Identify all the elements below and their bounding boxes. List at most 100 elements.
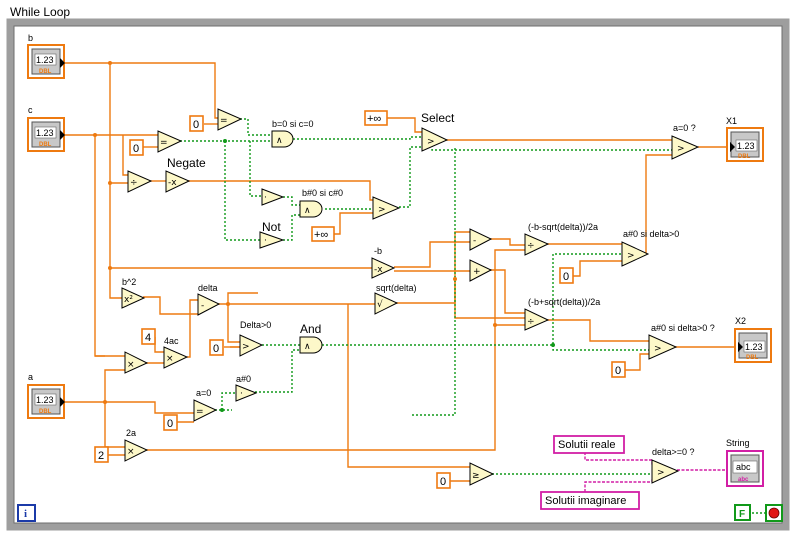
constant-zero-a[interactable]: 0 xyxy=(163,414,178,431)
string-constant-imaginary[interactable]: Solutii imaginare xyxy=(540,491,640,510)
svg-text:·: · xyxy=(264,236,267,246)
loop-title: While Loop xyxy=(10,5,70,19)
label-root1: (-b-sqrt(delta))/2a xyxy=(528,222,598,232)
stop-condition-constant[interactable]: F xyxy=(734,504,751,521)
sqrt-node[interactable]: √ xyxy=(374,292,399,315)
iteration-terminal[interactable]: i xyxy=(17,504,36,522)
plus-node[interactable]: + xyxy=(469,259,493,282)
constant-zero-delta[interactable]: 0 xyxy=(209,339,224,356)
not-node[interactable]: · xyxy=(259,231,285,249)
control-b-type: DBL xyxy=(39,69,52,75)
minus-node[interactable]: - xyxy=(469,228,493,251)
svg-text:>: > xyxy=(242,342,250,352)
svg-text:0: 0 xyxy=(563,271,569,283)
svg-text:4: 4 xyxy=(145,332,151,344)
constant-plus-infinity-1[interactable]: +∞ xyxy=(364,110,388,126)
indicator-x2[interactable]: X2 1.23 DBL xyxy=(734,316,772,363)
svg-text:Solutii imaginare: Solutii imaginare xyxy=(545,495,626,507)
control-b[interactable]: b 1.23 DBL xyxy=(27,33,65,79)
control-a-label: a xyxy=(28,372,33,382)
and-b0-c0-node[interactable]: ∧ xyxy=(271,130,294,148)
constant-plus-infinity-2[interactable]: +∞ xyxy=(311,226,335,242)
select-node-2[interactable]: > xyxy=(372,196,401,220)
indicator-string-label: String xyxy=(726,438,750,448)
string-constant-real[interactable]: Solutii reale xyxy=(553,435,625,454)
greater-node[interactable]: > xyxy=(239,334,264,357)
label-select: Select xyxy=(421,111,455,125)
svg-text:0: 0 xyxy=(133,143,139,155)
constant-zero-c[interactable]: 0 xyxy=(129,139,144,156)
indicator-x1[interactable]: X1 1.23 DBL xyxy=(726,116,764,162)
negate-node[interactable]: -x xyxy=(165,170,191,193)
svg-text:×: × xyxy=(127,360,135,370)
svg-text:0: 0 xyxy=(615,365,621,377)
input-terminal-icon xyxy=(738,342,743,352)
label-a-ne0-delta-gt0-q: a#0 si delta>0 ? xyxy=(651,323,715,333)
equal-a0-node[interactable]: = xyxy=(193,399,218,422)
indicator-string[interactable]: String abc abc xyxy=(726,438,764,487)
control-a[interactable]: a 1.23 DBL xyxy=(27,372,65,419)
indicator-x1-type: DBL xyxy=(738,154,751,160)
svg-text:>: > xyxy=(657,468,665,478)
multiply-4ac-node[interactable]: × xyxy=(163,346,189,369)
control-c[interactable]: c 1.23 DBL xyxy=(27,105,65,152)
greater-equal-node[interactable]: ≥ xyxy=(469,462,495,486)
svg-text:>: > xyxy=(654,344,662,354)
select-node[interactable]: > xyxy=(421,127,449,152)
svg-text:Solutii reale: Solutii reale xyxy=(558,439,615,451)
control-b-label: b xyxy=(28,33,33,43)
svg-text:-x: -x xyxy=(374,265,383,275)
constant-zero-select-mid[interactable]: 0 xyxy=(559,267,574,284)
select-root1-node[interactable]: > xyxy=(621,241,650,267)
constant-zero-select-low[interactable]: 0 xyxy=(611,361,626,378)
label-b-eq0-c-eq0: b=0 si c=0 xyxy=(272,119,314,129)
label-and: And xyxy=(300,322,321,336)
label-4ac: 4ac xyxy=(164,336,179,346)
svg-text:-: - xyxy=(473,236,476,246)
label-sqrt-delta: sqrt(delta) xyxy=(376,283,417,293)
divide-node[interactable]: ÷ xyxy=(127,170,153,193)
svg-text:>: > xyxy=(627,251,635,261)
while-loop-frame[interactable] xyxy=(6,18,790,531)
equal-c-node[interactable]: = xyxy=(157,130,183,153)
constant-zero-string[interactable]: 0 xyxy=(436,472,451,489)
multiply-2a-node[interactable]: × xyxy=(124,439,149,462)
constant-four[interactable]: 4 xyxy=(141,328,156,345)
indicator-string-type: abc xyxy=(738,477,749,483)
label-b-squared: b^2 xyxy=(122,277,136,287)
label-delta: delta xyxy=(198,283,218,293)
square-node[interactable]: x² xyxy=(121,287,146,309)
svg-text:√: √ xyxy=(377,299,383,310)
svg-text:>: > xyxy=(378,205,386,215)
svg-text:∧: ∧ xyxy=(304,342,311,352)
neg-b-node[interactable]: -x xyxy=(371,257,396,279)
divide-root2-node[interactable]: ÷ xyxy=(524,308,550,331)
and-bne0-cne0-node[interactable]: ∧ xyxy=(299,200,323,218)
stop-terminal[interactable] xyxy=(765,504,783,522)
select-root2-node[interactable]: > xyxy=(648,334,678,360)
and-node[interactable]: ∧ xyxy=(299,336,323,354)
divide-root1-node[interactable]: ÷ xyxy=(524,233,550,256)
svg-text:0: 0 xyxy=(213,343,219,355)
constant-two[interactable]: 2 xyxy=(94,446,109,463)
constant-zero-b[interactable]: 0 xyxy=(189,115,204,132)
select-string-node[interactable]: > xyxy=(651,459,680,484)
indicator-x1-value: 1.23 xyxy=(737,141,755,151)
svg-text:∧: ∧ xyxy=(304,206,311,216)
svg-text:+∞: +∞ xyxy=(367,113,381,125)
delta-subtract-node[interactable]: - xyxy=(197,293,221,316)
label-root2: (-b+sqrt(delta))/2a xyxy=(528,297,600,307)
svg-text:-: - xyxy=(201,301,204,311)
equal-b-node[interactable]: = xyxy=(217,108,243,131)
select-a0-node[interactable]: > xyxy=(671,135,700,160)
svg-text:+∞: +∞ xyxy=(314,229,328,241)
not-b-node[interactable]: · xyxy=(261,188,285,206)
label-2a: 2a xyxy=(126,428,136,438)
control-a-value: 1.23 xyxy=(36,395,54,405)
not-a-node[interactable]: · xyxy=(235,384,258,402)
indicator-x2-label: X2 xyxy=(735,316,746,326)
multiply-ac-node[interactable]: × xyxy=(124,351,149,374)
control-b-value: 1.23 xyxy=(36,55,54,65)
junction-dots xyxy=(220,139,555,412)
label-delta-gt0: Delta>0 xyxy=(240,320,271,330)
